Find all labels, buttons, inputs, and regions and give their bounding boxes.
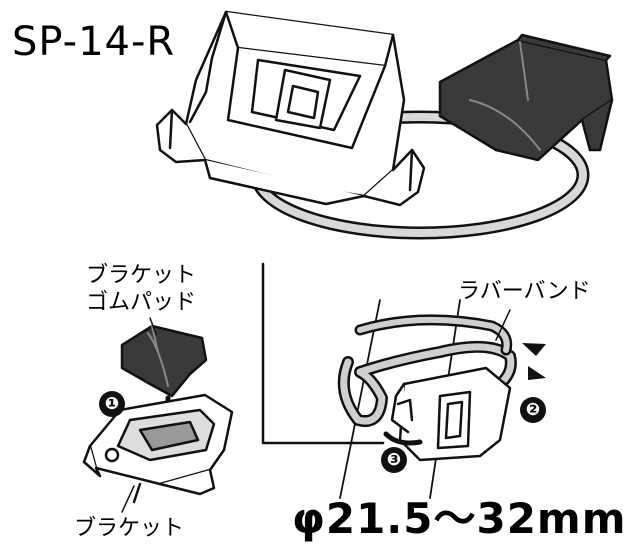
leader-lines	[121, 309, 511, 513]
left-bracket	[82, 393, 234, 504]
panel-divider	[261, 262, 385, 445]
step2-arrows	[522, 343, 546, 380]
top-bracket	[155, 10, 426, 207]
step-3-marker: ❸	[381, 447, 407, 473]
label-bracket: ブラケット	[74, 516, 185, 541]
label-rubber-band: ラバーバンド	[458, 279, 591, 304]
diameter-range: φ21.5～32mm	[292, 494, 627, 543]
step-1-marker: ❶	[99, 391, 125, 417]
label-bracket-rubber-pad: ブラケット ゴムパッド	[86, 263, 197, 315]
right-rubber-band	[337, 314, 517, 427]
left-rubber-pad	[120, 324, 208, 398]
top-rubber-pad	[438, 33, 614, 162]
step-2-marker: ❷	[520, 397, 546, 423]
model-number: SP-14-R	[12, 19, 176, 65]
right-bracket	[390, 366, 512, 462]
step3-hook-arrow	[383, 431, 423, 446]
